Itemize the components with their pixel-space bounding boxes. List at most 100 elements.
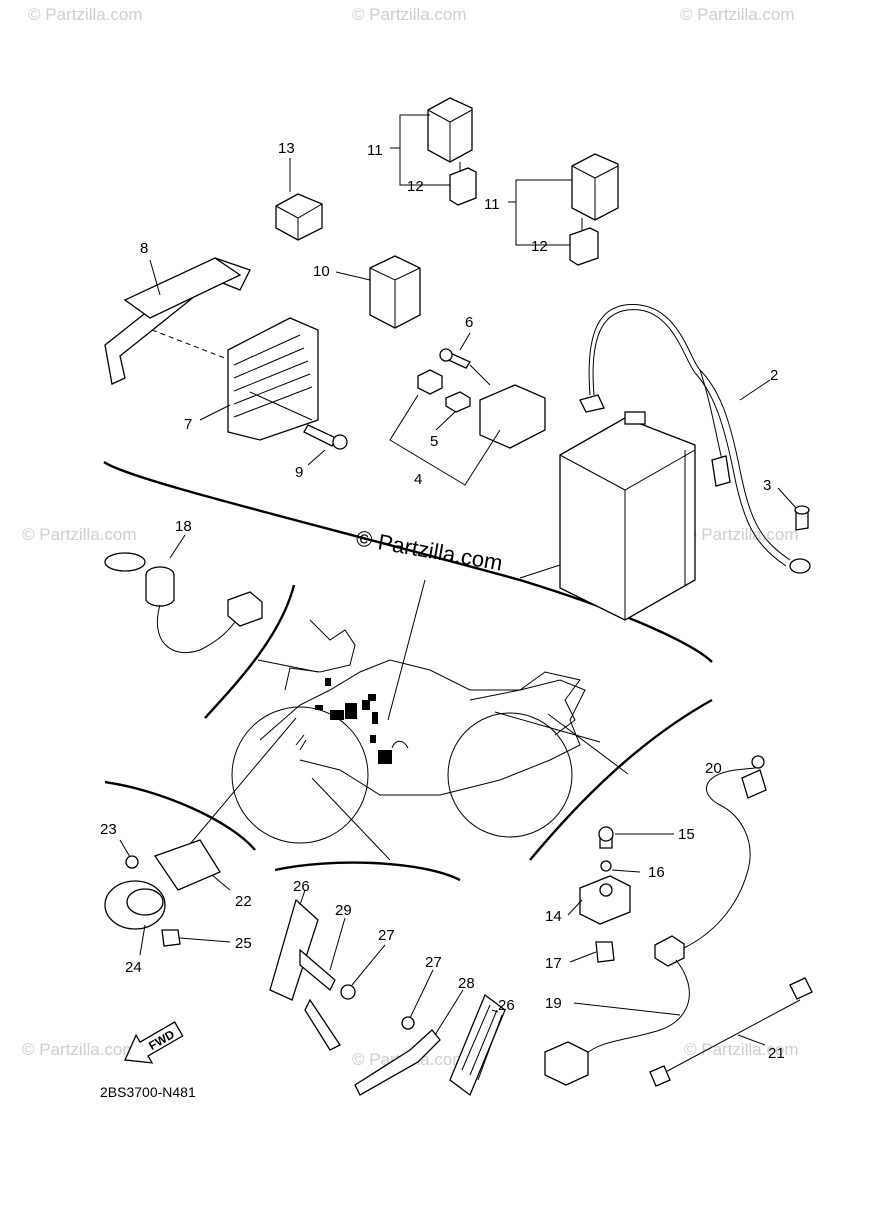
leader-29: [329, 917, 346, 971]
wire-terminal: [649, 1065, 671, 1087]
part-27-nut: [401, 1016, 415, 1030]
horn-section-curve: [104, 780, 256, 851]
part-26-footrest-right: [354, 993, 506, 1097]
watermark: © Partzilla.com: [680, 5, 795, 24]
component-marker: [330, 710, 344, 720]
sensor-body: [579, 875, 631, 925]
part-9-bolt: [303, 424, 348, 450]
part-29-bracket-arm: [304, 998, 341, 1051]
part-26-footrest-left: [269, 898, 356, 1051]
part-23-bolt: [125, 855, 139, 869]
bolt-head: [332, 434, 348, 450]
leader-14: [567, 899, 583, 916]
callout-26b: 26: [498, 997, 515, 1014]
wire-connector: [789, 977, 813, 1000]
horn-face: [126, 888, 164, 916]
sensor-hole: [599, 883, 613, 897]
leader-28: [434, 989, 464, 1036]
part-27-nut: [340, 984, 356, 1000]
battery-lead-cable-2: [592, 309, 787, 567]
part-28-bracket: [354, 1029, 441, 1096]
screw-head: [598, 826, 614, 842]
part-10-relay: [369, 255, 421, 329]
callout-9: 9: [295, 464, 303, 481]
watermark: © Partzilla.com: [684, 525, 799, 544]
part-8-bracket: [104, 257, 251, 385]
bolt-shank: [303, 424, 337, 447]
callout-21: 21: [768, 1045, 785, 1062]
leader-16: [611, 869, 641, 873]
watermark-main: © Partzilla.com: [354, 525, 504, 575]
bracket-top: [123, 257, 242, 319]
watermark: © Partzilla.com: [28, 5, 143, 24]
part-22-horn-bracket: [153, 839, 221, 891]
callout-11b: 11: [484, 196, 500, 213]
leader-1: [519, 564, 561, 579]
atv-body: [259, 659, 586, 796]
left-section-curve: [204, 584, 296, 719]
callout-18: 18: [175, 518, 192, 535]
leader-26a: [299, 889, 306, 906]
component-marker: [325, 678, 331, 686]
leader-7: [199, 404, 231, 421]
atv-handlebar: [284, 619, 356, 691]
fuse-connector: [417, 369, 443, 395]
callout-23: 23: [100, 821, 117, 838]
part-16-washer: [600, 860, 612, 872]
callout-3: 3: [763, 477, 771, 494]
starter-relay-body: [479, 384, 546, 449]
relay-edges: [427, 109, 473, 162]
relay-edges: [369, 267, 421, 328]
fwd-arrow-icon: [124, 1021, 184, 1064]
relay-edges: [275, 203, 323, 240]
component-marker: [345, 703, 357, 719]
callout-2: 2: [770, 367, 778, 384]
part-11-relay-set-a: [427, 97, 477, 206]
wire-cable: [659, 999, 801, 1076]
pointer-line: [387, 579, 426, 721]
socket-cable: [156, 604, 241, 654]
pointer-line: [184, 717, 297, 851]
leader-20: [734, 767, 756, 771]
pointer-line: [494, 711, 601, 743]
battery-terminal: [624, 411, 646, 425]
leader-23: [119, 839, 131, 858]
leader-11-12b: [508, 179, 572, 246]
pointer-line: [547, 713, 629, 775]
leader-3: [777, 487, 797, 509]
rectifier-fins: [233, 334, 313, 418]
right-section-curve: [529, 698, 713, 861]
lead-terminal: [579, 394, 605, 413]
main-watermark: © Partzilla.com: [354, 525, 504, 575]
battery-lead-branch: [699, 369, 723, 461]
leader-10: [335, 271, 371, 281]
assembly-line: [151, 329, 231, 361]
leader-2: [739, 379, 771, 401]
atv-rear-rack: [469, 671, 581, 736]
pointer-line: [311, 777, 391, 861]
part-1-battery: [559, 411, 696, 621]
footrest-pad: [269, 898, 319, 1001]
section-boundaries: [103, 461, 713, 882]
rectifier-body: [227, 317, 319, 441]
assembly-line: [249, 391, 313, 421]
part-25-nut: [161, 929, 181, 947]
callout-27a: 27: [378, 927, 395, 944]
callout-19: 19: [545, 995, 562, 1012]
callout-22: 22: [235, 893, 252, 910]
part-3-bolt: [794, 505, 810, 531]
lead-connector: [654, 935, 685, 967]
part-13-relay: [275, 193, 323, 241]
component-marker: [368, 694, 376, 701]
footrest-tread: [461, 1004, 503, 1081]
part-4-starter-relay: [417, 348, 546, 449]
part-2-battery-lead: [579, 303, 811, 574]
leader-4: [389, 394, 501, 486]
callout-25: 25: [235, 935, 252, 952]
upper-section-curve: [103, 461, 713, 663]
lead-terminal: [741, 769, 767, 799]
callout-20: 20: [705, 760, 722, 777]
socket-cap: [104, 552, 146, 572]
